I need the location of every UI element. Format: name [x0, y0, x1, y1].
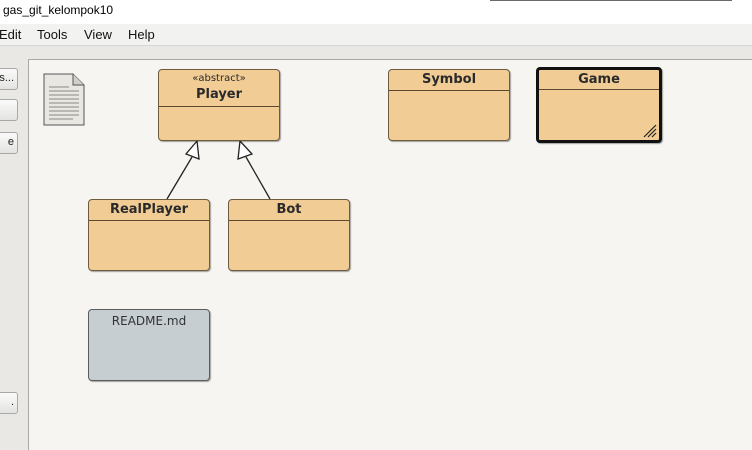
- class-realplayer-name: RealPlayer: [109, 202, 189, 217]
- class-bot-name: Bot: [276, 202, 302, 217]
- menu-view[interactable]: View: [84, 27, 112, 42]
- side-button-codepad[interactable]: .: [0, 392, 18, 414]
- class-game-header: Game: [539, 70, 659, 90]
- window-title: gas_git_kelompok10: [3, 3, 114, 17]
- class-symbol[interactable]: Symbol: [388, 69, 510, 141]
- side-button-new-class[interactable]: s...: [0, 68, 18, 90]
- class-bot-header: Bot: [229, 200, 349, 221]
- class-symbol-name: Symbol: [421, 72, 477, 87]
- class-symbol-header: Symbol: [389, 70, 509, 91]
- titlebar-divider: [490, 0, 732, 1]
- menu-bar: Edit Tools View Help: [0, 24, 752, 46]
- class-game[interactable]: Game: [536, 67, 662, 143]
- menu-help[interactable]: Help: [128, 27, 155, 42]
- readme-file[interactable]: README.md: [88, 309, 210, 381]
- class-realplayer-header: RealPlayer: [89, 200, 209, 221]
- class-player-stereotype: «abstract»: [192, 73, 246, 84]
- resize-handle-icon[interactable]: [643, 124, 657, 138]
- side-button-uses-arrow[interactable]: [0, 99, 18, 121]
- readme-label: README.md: [111, 314, 187, 328]
- class-player-header: «abstract» Player: [159, 70, 279, 107]
- menu-edit[interactable]: Edit: [0, 27, 22, 42]
- window-titlebar: gas_git_kelompok10: [0, 0, 752, 24]
- side-button-compile[interactable]: e: [0, 132, 18, 154]
- class-player-name: Player: [195, 87, 243, 102]
- class-bot[interactable]: Bot: [228, 199, 350, 271]
- class-game-name: Game: [578, 72, 620, 87]
- class-realplayer[interactable]: RealPlayer: [88, 199, 210, 271]
- class-player[interactable]: «abstract» Player: [158, 69, 280, 141]
- menu-tools[interactable]: Tools: [37, 27, 68, 42]
- document-icon[interactable]: [43, 73, 85, 126]
